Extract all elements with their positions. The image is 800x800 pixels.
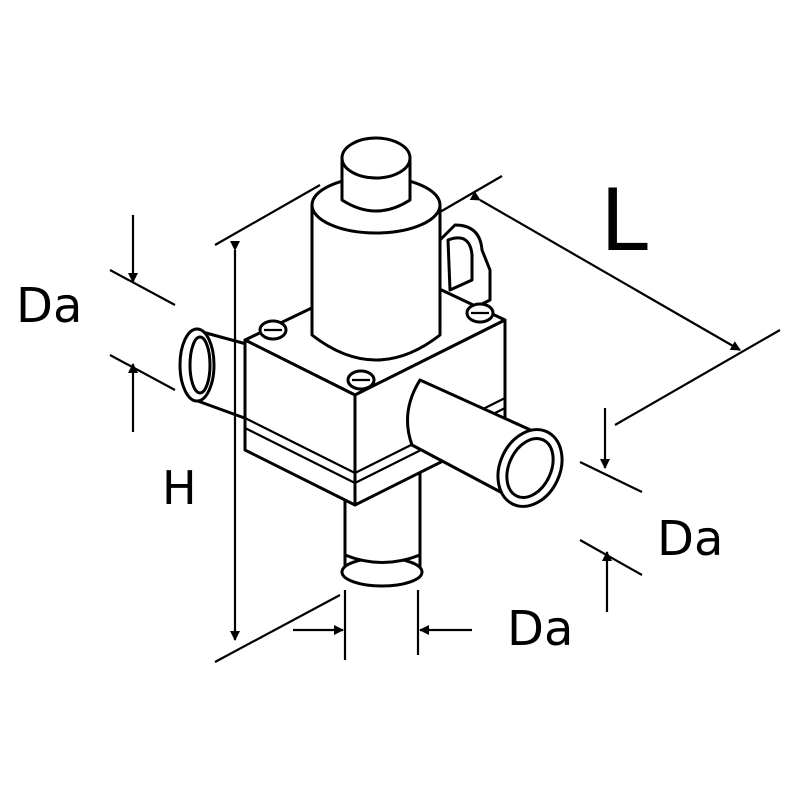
da-right-label: Da xyxy=(657,511,724,567)
length-dimension xyxy=(469,191,741,351)
bottom-pipe xyxy=(340,468,424,588)
length-label: L xyxy=(600,171,648,271)
da-left-label: Da xyxy=(16,278,83,334)
screw-icon xyxy=(346,369,376,391)
solenoid xyxy=(310,136,442,362)
dimension-lines xyxy=(109,175,781,663)
left-pipe xyxy=(178,327,252,422)
right-pipe xyxy=(406,378,564,508)
screw-icon xyxy=(465,302,495,324)
height-label: H xyxy=(162,461,197,515)
da-bottom-label: Da xyxy=(507,601,574,657)
screw-icon xyxy=(258,319,288,341)
